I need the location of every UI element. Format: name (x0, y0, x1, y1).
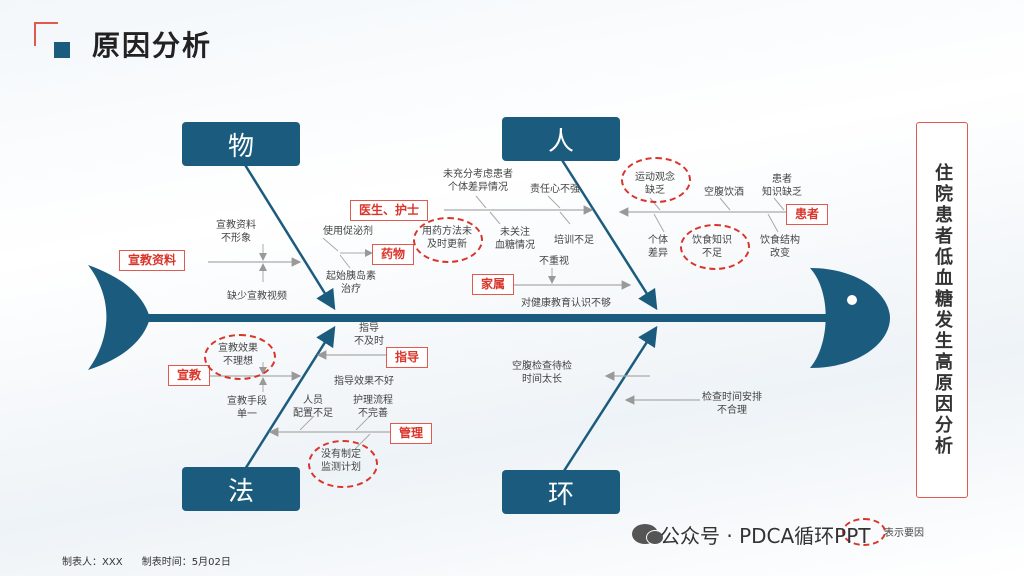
watermark-text: 公众号 · PDCA循环PPT (660, 524, 871, 548)
legend-circle (842, 518, 886, 546)
page-title: 原因分析 (92, 29, 213, 62)
factor-xuanjiao: 宣教 (168, 365, 211, 386)
cause-note: 护理流程 不完善 (353, 395, 393, 419)
factor-xuanjiao-ziliao: 宣教资料 (119, 250, 186, 271)
key-cause-highlight (680, 224, 750, 270)
footer-maker: 制表人：XXX (62, 557, 123, 568)
fish-head (810, 268, 890, 368)
cause-note: 人员 配置不足 (293, 395, 333, 419)
cause-note: 未充分考虑患者 个体差异情况 (443, 169, 513, 193)
factor-guanli: 管理 (390, 423, 433, 444)
wechat-icon (632, 524, 664, 545)
factor-yisheng-hushi: 医生、护士 (350, 200, 429, 221)
factor-jiashu: 家属 (472, 274, 515, 295)
title-decoration-icon (34, 22, 74, 62)
cause-note: 不重视 (539, 256, 569, 267)
key-cause-highlight (621, 157, 691, 203)
factor-yaowu: 药物 (372, 244, 415, 265)
bone-ren (560, 159, 658, 311)
factor-huanzhe: 患者 (786, 204, 829, 225)
fish-spine (140, 314, 830, 322)
conclusion-text: 住院患者低血糖发生高原因分析 (932, 163, 953, 457)
category-huan: 环 (502, 470, 620, 514)
bone-huan (560, 325, 658, 475)
cause-note: 个体 差异 (648, 235, 668, 259)
cause-note: 责任心不强 (530, 184, 580, 195)
cause-note: 对健康教育认识不够 (521, 298, 611, 309)
footer: 制表人：XXX 制表时间：5月02日 (62, 553, 247, 568)
category-ren: 人 (502, 117, 620, 161)
key-cause-highlight (413, 217, 483, 263)
cause-note: 检查时间安排 不合理 (702, 392, 762, 416)
category-wu: 物 (182, 122, 300, 166)
cause-note: 饮食结构 改变 (760, 235, 800, 259)
footer-date: 制表时间：5月02日 (141, 557, 231, 568)
cause-note: 起始胰岛素 治疗 (326, 271, 376, 295)
cause-note: 空腹饮酒 (704, 187, 744, 198)
cause-note: 宣教资料 不形象 (216, 220, 256, 244)
key-cause-highlight (308, 440, 378, 488)
cause-note: 培训不足 (554, 235, 594, 246)
cause-note: 使用促泌剂 (323, 226, 373, 237)
legend-text: 表示要因 (884, 528, 924, 539)
factor-zhidao: 指导 (386, 347, 429, 368)
bone-wu (240, 159, 336, 311)
cause-note: 指导效果不好 (334, 376, 394, 387)
cause-note: 未关注 血糖情况 (495, 227, 535, 251)
category-fa: 法 (182, 467, 300, 511)
cause-note: 宣教手段 单一 (227, 396, 267, 420)
fish-eye (847, 295, 857, 305)
cause-note: 患者 知识缺乏 (762, 174, 802, 198)
cause-note: 指导 不及时 (354, 323, 384, 347)
key-cause-highlight (204, 334, 276, 380)
cause-note: 空腹检查待检 时间太长 (512, 361, 572, 385)
cause-note: 缺少宣教视频 (227, 291, 287, 302)
conclusion-panel: 住院患者低血糖发生高原因分析 (916, 122, 968, 498)
fish-tail (88, 265, 150, 370)
